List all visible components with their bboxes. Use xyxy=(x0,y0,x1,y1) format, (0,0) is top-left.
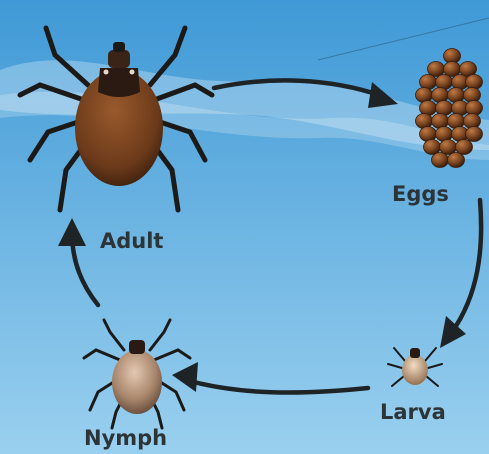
egg xyxy=(466,127,483,142)
egg xyxy=(416,88,433,103)
egg xyxy=(424,140,441,155)
egg xyxy=(420,75,437,90)
egg xyxy=(420,127,437,142)
egg xyxy=(464,88,481,103)
egg xyxy=(456,140,473,155)
egg xyxy=(432,88,449,103)
egg xyxy=(466,75,483,90)
egg xyxy=(448,88,465,103)
egg xyxy=(436,101,453,116)
stage-label-eggs: Eggs xyxy=(392,184,449,205)
egg xyxy=(448,153,465,168)
stage-label-nymph: Nymph xyxy=(84,428,167,449)
egg xyxy=(436,75,453,90)
stage-label-adult: Adult xyxy=(100,231,163,252)
egg xyxy=(466,101,483,116)
egg xyxy=(432,153,449,168)
egg xyxy=(464,114,481,129)
egg xyxy=(436,127,453,142)
egg xyxy=(420,101,437,116)
egg xyxy=(444,62,461,77)
egg xyxy=(416,114,433,129)
stage-label-larva: Larva xyxy=(380,402,446,423)
egg xyxy=(440,140,457,155)
egg xyxy=(428,62,445,77)
egg xyxy=(448,114,465,129)
egg xyxy=(432,114,449,129)
